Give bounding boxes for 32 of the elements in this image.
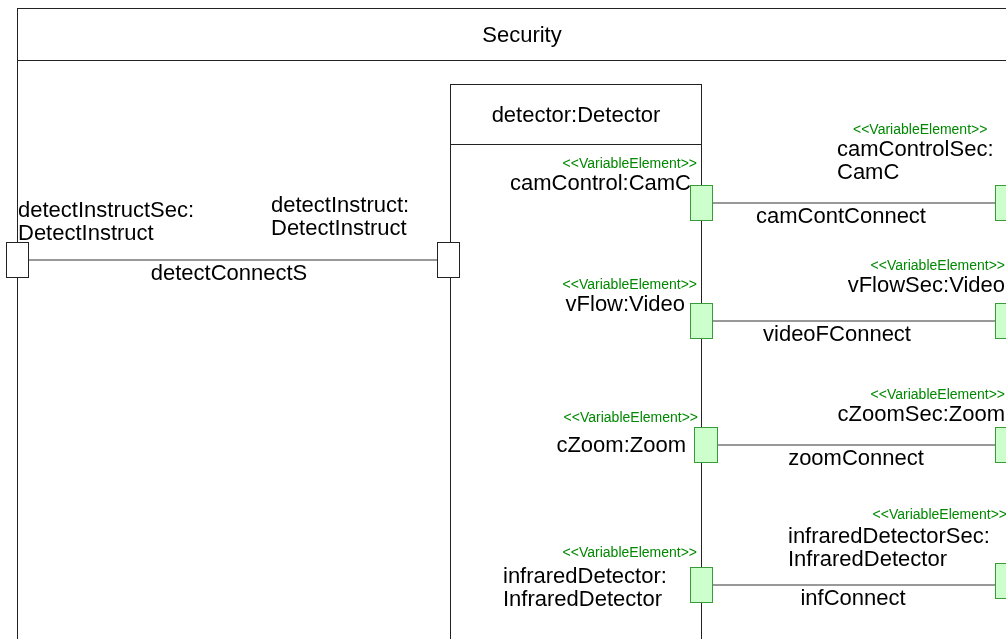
stereotype-label: <<VariableElement>> (562, 155, 697, 171)
edge-label: zoomConnect (788, 446, 924, 469)
connector-line (712, 320, 996, 322)
stereotype-label: <<VariableElement>> (871, 506, 1006, 522)
port-label: detectInstruct: DetectInstruct (271, 193, 411, 239)
stereotype-label: <<VariableElement>> (870, 257, 1005, 273)
edge-label: infConnect (800, 586, 906, 609)
port-label: cZoomSec:Zoom (836, 402, 1005, 425)
port-label: infraredDetector: InfraredDetector (503, 564, 668, 610)
frame-title: detector:Detector (491, 101, 661, 128)
stereotype-label: <<VariableElement>> (563, 409, 698, 425)
stereotype-label: <<VariableElement>> (562, 544, 697, 560)
stereotype-label: <<VariableElement>> (562, 276, 697, 292)
port-label: camControlSec: CamC (837, 137, 995, 183)
port-label: vFlowSec:Video (846, 273, 1005, 296)
stereotype-label: <<VariableElement>> (870, 386, 1005, 402)
part-box (450, 84, 702, 639)
port-label: camControl:CamC (509, 171, 692, 194)
port-label: cZoom:Zoom (555, 433, 687, 456)
connector-line (712, 584, 996, 586)
connector-line (712, 202, 996, 204)
port-label: detectInstructSec: DetectInstruct (18, 198, 196, 244)
stereotype-label: <<VariableElement>> (852, 121, 988, 137)
port-label: infraredDetectorSec: InfraredDetector (788, 524, 991, 570)
connector-line (717, 444, 996, 446)
edge-label: detectConnectS (150, 261, 308, 284)
frame-box (17, 8, 1006, 639)
edge-label: videoFConnect (763, 322, 911, 345)
frame-title: Security (482, 21, 562, 48)
edge-label: camContConnect (756, 204, 926, 227)
port-label: vFlow:Video (564, 292, 686, 315)
connector-line (28, 259, 438, 261)
